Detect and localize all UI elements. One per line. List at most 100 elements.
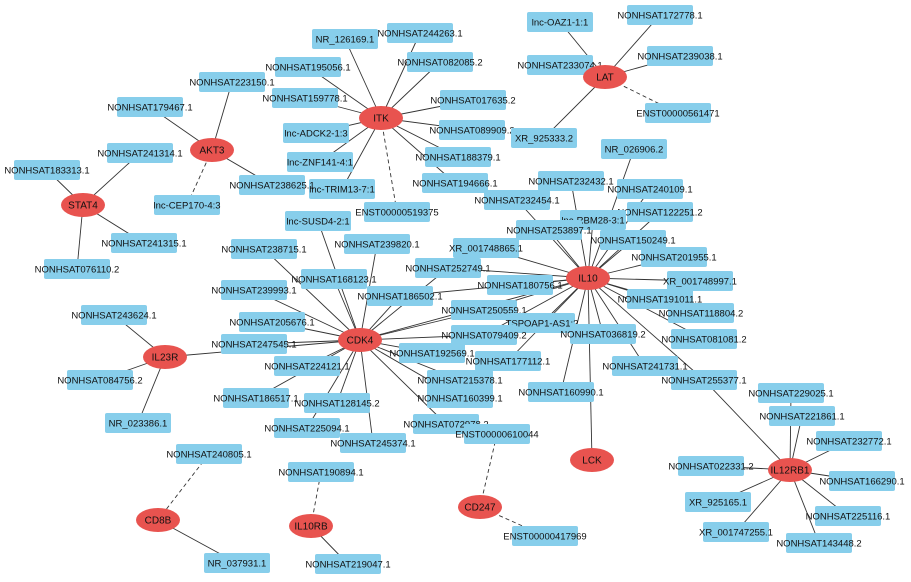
lnc-node-xr-001748865-1: XR_001748865.1 (449, 238, 523, 258)
lnc-node-box (287, 152, 353, 172)
lnc-node-nonhsat143448-2: NONHSAT143448.2 (776, 533, 862, 553)
lnc-node-label: NONHSAT245374.1 (330, 439, 415, 450)
lnc-node-label: NONHSAT221861.1 (759, 412, 844, 423)
lnc-node-box (239, 175, 305, 195)
lnc-node-box (667, 271, 733, 291)
lnc-node-nonhsat076110-2: NONHSAT076110.2 (35, 259, 119, 279)
lnc-node-label: NONHSAT168123.1 (291, 275, 376, 286)
lnc-node-nr-026906-2: NR_026906.2 (601, 139, 667, 159)
lnc-node-nonhsat239993-1: NONHSAT239993.1 (211, 280, 297, 300)
lnc-node-nonhsat247545-1: NONHSAT247545.1 (211, 334, 297, 354)
edge-itk-n1 (344, 38, 382, 119)
lnc-node-label: NONHSAT177112.1 (466, 357, 551, 368)
lnc-node-label: XR_001748865.1 (449, 244, 523, 255)
hub-node-ellipse (190, 138, 234, 162)
hub-node-lck: LCK (570, 448, 614, 472)
lnc-node-label: NONHSAT186517.1 (213, 394, 298, 405)
lnc-node-label: NONHSAT238715.1 (221, 245, 306, 256)
hub-node-ellipse (143, 345, 187, 369)
hub-node-label: STAT4 (68, 201, 98, 212)
lnc-node-label: NONHSAT239993.1 (211, 286, 296, 297)
lnc-node-label: NONHSAT240109.1 (607, 185, 692, 196)
lnc-node-label: NONHSAT190894.1 (278, 468, 363, 479)
lnc-node-box (538, 171, 604, 191)
lnc-node-xr-925333-2: XR_925333.2 (511, 128, 577, 148)
lnc-node-label: NONHSAT240805.1 (166, 450, 251, 461)
lnc-node-box (815, 506, 881, 526)
lnc-node-box (703, 522, 769, 542)
lnc-node-box (600, 230, 666, 250)
lnc-node-box (453, 238, 519, 258)
lnc-node-enst00000417969: ENST00000417969 (503, 526, 587, 546)
lnc-node-label: NR_023386.1 (109, 419, 168, 430)
edge-cdk4-n73 (359, 339, 374, 444)
lnc-node-nonhsat072978-2: NONHSAT072978.2 (403, 414, 489, 434)
hub-node-cdk4: CDK4 (338, 328, 382, 352)
lnc-node-label: NONHSAT241315.1 (101, 239, 186, 250)
lnc-node-enst00000561471: ENST00000561471 (636, 103, 720, 123)
hub-node-il23r: IL23R (143, 345, 187, 369)
lnc-node-box (612, 356, 678, 376)
lnc-node-box (364, 202, 430, 222)
lnc-node-nonhsat229025-1: NONHSAT229025.1 (748, 383, 834, 403)
lnc-node-nonhsat241315-1: NONHSAT241315.1 (101, 233, 187, 253)
lnc-node-box (570, 324, 636, 344)
lnc-node-label: NONHSAT118804.2 (659, 309, 744, 320)
lnc-node-box (647, 46, 713, 66)
lnc-node-label: NONHSAT225094.1 (264, 424, 349, 435)
lnc-node-label: NONHSAT180756.1 (477, 281, 562, 292)
lnc-node-nonhsat205676-1: NONHSAT205676.1 (229, 312, 315, 332)
lnc-node-label: NONHSAT082085.2 (397, 58, 482, 69)
lnc-node-box (627, 5, 693, 25)
edge-cd247-n74 (479, 433, 498, 508)
lnc-node-label: NONHSAT128145.2 (294, 399, 379, 410)
edge-il12rb1-n83 (789, 469, 820, 544)
lnc-node-box (111, 233, 177, 253)
lnc-node-nonhsat232772-1: NONHSAT232772.1 (806, 431, 892, 451)
lnc-node-nonhsat166290-1: NONHSAT166290.1 (819, 471, 905, 491)
edge-il12rb1-n63 (703, 379, 791, 471)
lnc-node-label: NONHSAT232454.1 (474, 196, 559, 207)
lnc-node-box (81, 305, 147, 325)
lnc-node-label: XR_925165.1 (689, 498, 747, 509)
hub-node-cd8b: CD8B (136, 508, 180, 532)
edge-cdk4-n70 (306, 339, 361, 429)
lnc-node-box (309, 179, 375, 199)
lnc-node-nonhsat082085-2: NONHSAT082085.2 (397, 52, 483, 72)
hub-node-ellipse (289, 514, 333, 538)
lnc-node-box (685, 492, 751, 512)
lnc-node-box (239, 312, 305, 332)
lnc-node-tspoap1-as1-2: TSPOAP1-AS1:2 (506, 313, 578, 333)
lnc-node-label: NONHSAT191011.1 (618, 295, 703, 306)
lnc-node-nonhsat240109-1: NONHSAT240109.1 (607, 179, 693, 199)
lnc-node-label: XR_925333.2 (515, 134, 573, 145)
lnc-node-nonhsat180756-1: NONHSAT180756.1 (477, 275, 563, 295)
lnc-node-label: NONHSAT036819.2 (560, 330, 645, 341)
lnc-node-nonhsat084756-2: NONHSAT084756.2 (57, 370, 143, 390)
hub-node-ellipse (583, 65, 627, 89)
lnc-node-label: NONHSAT143448.2 (776, 539, 861, 550)
lnc-node-nonhsat188379-1: NONHSAT188379.1 (415, 147, 501, 167)
lnc-node-nonhsat239038-1: NONHSAT239038.1 (637, 46, 723, 66)
lnc-node-nonhsat159778-1: NONHSAT159778.1 (262, 88, 348, 108)
lnc-node-box (427, 388, 493, 408)
lnc-node-box (223, 388, 289, 408)
lnc-node-label: NONHSAT232772.1 (806, 437, 891, 448)
lnc-node-box (425, 147, 491, 167)
lnc-node-box (275, 57, 341, 77)
lnc-node-nonhsat186517-1: NONHSAT186517.1 (213, 388, 299, 408)
lnc-node-label: NONHSAT166290.1 (819, 477, 904, 488)
hub-node-label: IL12RB1 (771, 466, 810, 477)
lnc-node-xr-001748997-1: XR_001748997.1 (663, 271, 737, 291)
lnc-node-nonhsat223150-1: NONHSAT223150.1 (189, 72, 275, 92)
lnc-node-label: NONHSAT194666.1 (412, 179, 497, 190)
lnc-node-nonhsat243624-1: NONHSAT243624.1 (71, 305, 157, 325)
lnc-node-nonhsat225094-1: NONHSAT225094.1 (264, 418, 350, 438)
lnc-node-box (422, 173, 488, 193)
lnc-node-nonhsat232432-1: NONHSAT232432.1 (528, 171, 614, 191)
hub-node-label: IL10 (578, 274, 598, 285)
lnc-node-label: NONHSAT201955.1 (631, 253, 716, 264)
lnc-node-label: XR_001748997.1 (663, 277, 737, 288)
lnc-node-lnc-oaz1-1-1: lnc-OAZ1-1:1 (527, 12, 593, 32)
hub-node-ellipse (768, 458, 812, 482)
